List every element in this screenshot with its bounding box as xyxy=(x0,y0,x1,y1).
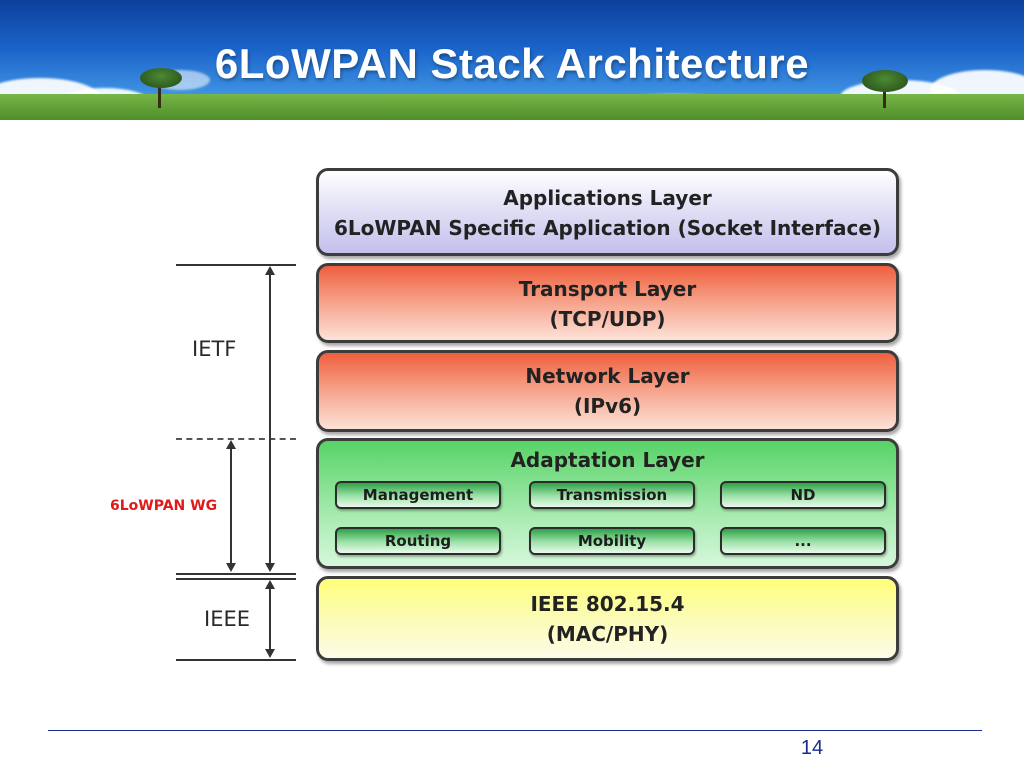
tree-icon xyxy=(140,68,182,88)
ietf-span-line xyxy=(269,269,271,570)
layer-title: Adaptation Layer xyxy=(510,448,705,472)
module-routing: Routing xyxy=(335,527,501,555)
ieee-top-line xyxy=(176,573,296,575)
layer-title: Applications Layer xyxy=(503,186,712,210)
adaptation-modules: Management Transmission ND Routing Mobil… xyxy=(335,481,886,563)
ieee-bottom-line xyxy=(176,659,296,661)
wg-span-line xyxy=(230,443,232,570)
module-management: Management xyxy=(335,481,501,509)
slide-title: 6LoWPAN Stack Architecture xyxy=(214,40,810,87)
arrow-up-icon xyxy=(265,580,275,589)
layer-subtitle: (MAC/PHY) xyxy=(546,622,669,646)
ieee-span-line xyxy=(269,582,271,655)
wg-top-line xyxy=(176,438,296,440)
arrow-up-icon xyxy=(265,266,275,275)
layer-title: IEEE 802.15.4 xyxy=(530,592,685,616)
footer-divider xyxy=(48,730,982,731)
arrow-down-icon xyxy=(265,649,275,658)
layer-subtitle: (TCP/UDP) xyxy=(549,307,666,331)
ieee-group-label: IEEE xyxy=(204,607,250,631)
arrow-down-icon xyxy=(226,563,236,572)
ieee-802154-layer: IEEE 802.15.4 (MAC/PHY) xyxy=(316,576,899,661)
module-transmission: Transmission xyxy=(529,481,695,509)
ietf-top-line xyxy=(176,264,296,266)
layer-title: Transport Layer xyxy=(518,277,697,301)
adaptation-layer: Adaptation Layer Management Transmission… xyxy=(316,438,899,569)
module-more: ... xyxy=(720,527,886,555)
tree-icon xyxy=(158,78,161,108)
header-banner: 6LoWPAN Stack Architecture xyxy=(0,0,1024,120)
wg-label: 6LoWPAN WG xyxy=(110,498,218,514)
layer-subtitle: 6LoWPAN Specific Application (Socket Int… xyxy=(333,216,882,240)
page-number: 14 xyxy=(800,737,824,759)
tree-icon xyxy=(883,82,886,108)
stack-diagram: IETF 6LoWPAN WG IEEE Applications Layer … xyxy=(108,155,916,680)
module-mobility: Mobility xyxy=(529,527,695,555)
ieee-top-line-double xyxy=(176,578,296,580)
ietf-label: IETF xyxy=(192,337,237,361)
layer-title: Network Layer xyxy=(525,364,690,388)
arrow-up-icon xyxy=(226,440,236,449)
tree-icon xyxy=(862,70,908,92)
grass-strip xyxy=(0,94,1024,120)
arrow-down-icon xyxy=(265,563,275,572)
layer-subtitle: (IPv6) xyxy=(573,394,642,418)
network-layer: Network Layer (IPv6) xyxy=(316,350,899,432)
transport-layer: Transport Layer (TCP/UDP) xyxy=(316,263,899,343)
module-nd: ND xyxy=(720,481,886,509)
applications-layer: Applications Layer 6LoWPAN Specific Appl… xyxy=(316,168,899,256)
